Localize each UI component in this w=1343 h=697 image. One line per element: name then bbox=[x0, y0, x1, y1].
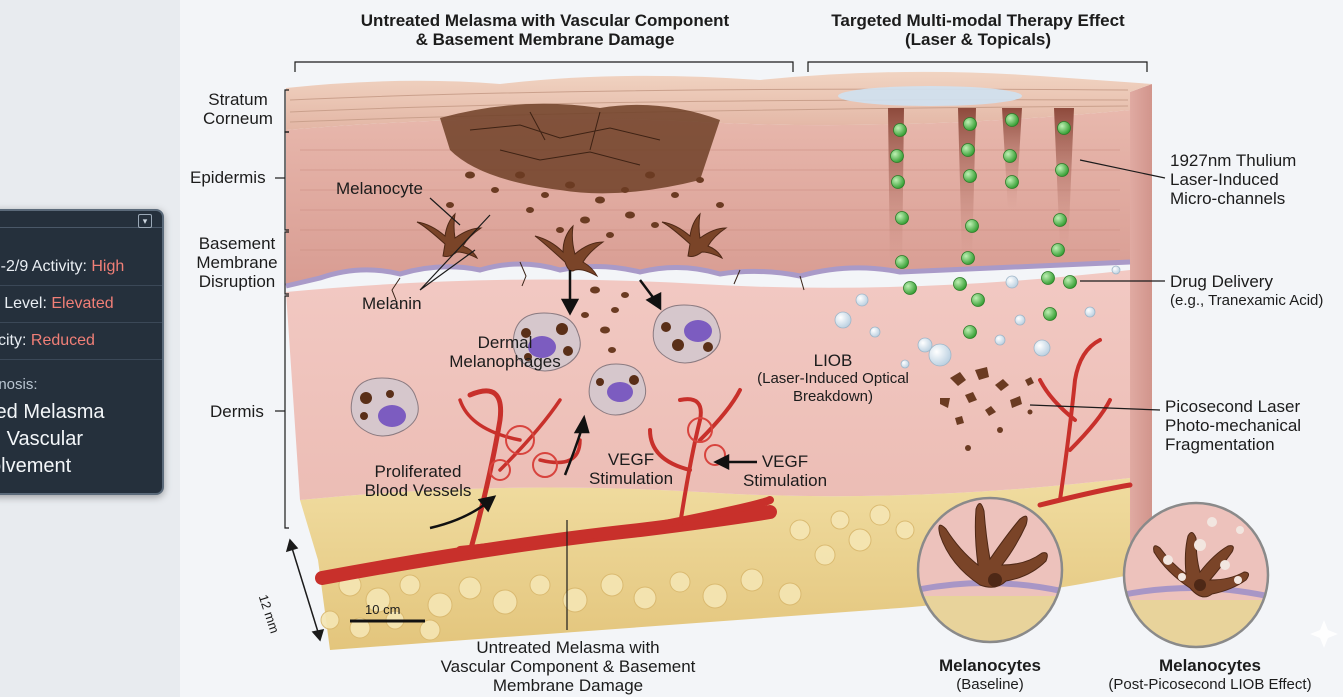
inset2-line-1: Melanocytes bbox=[1158, 656, 1262, 675]
vessels-line-1: Proliferated bbox=[374, 462, 462, 481]
epidermis-label: Epidermis bbox=[190, 168, 266, 187]
inset-baseline bbox=[916, 496, 1064, 644]
melanophages-label: Dermal Melanophages bbox=[440, 333, 570, 371]
mmp-activity-row: P-2/9 Activity: High bbox=[0, 248, 162, 286]
basement-line-3: Disruption bbox=[198, 272, 276, 291]
melanin-label: Melanin bbox=[362, 294, 422, 313]
proliferated-vessels-label: Proliferated Blood Vessels bbox=[350, 462, 486, 500]
inset-post-picosecond bbox=[1122, 501, 1270, 649]
vegf2-line-1: VEGF bbox=[761, 452, 809, 471]
membrane-cracks bbox=[391, 261, 805, 301]
diagnosis-line-3: olvement bbox=[0, 455, 72, 477]
thulium-line-3: Micro-channels bbox=[1170, 189, 1286, 208]
drug-line-1: Drug Delivery bbox=[1170, 272, 1273, 291]
right-title-line-2: (Laser & Topicals) bbox=[904, 30, 1052, 49]
vegf-level-label: F Level: bbox=[0, 295, 47, 312]
stratum-corneum-label: Stratum Corneum bbox=[190, 90, 286, 128]
melanocyte-label: Melanocyte bbox=[336, 179, 423, 198]
inset1-line-1: Melanocytes bbox=[938, 656, 1042, 675]
thulium-line-1: 1927nm Thulium bbox=[1170, 151, 1297, 170]
melanophages bbox=[350, 304, 721, 437]
mmp-activity-label: P-2/9 Activity: bbox=[0, 258, 92, 275]
liob-line-1: LIOB bbox=[813, 351, 853, 370]
depth-arrow bbox=[285, 538, 325, 642]
melanin-granules bbox=[446, 171, 724, 353]
right-title: Targeted Multi-modal Therapy Effect (Las… bbox=[800, 11, 1156, 49]
pico-line-1: Picosecond Laser bbox=[1165, 397, 1301, 416]
capillary-network bbox=[489, 417, 726, 481]
basement-line-1: Basement bbox=[198, 234, 276, 253]
pico-line-2: Photo-mechanical bbox=[1165, 416, 1302, 435]
bottom-line-1: Untreated Melasma with bbox=[476, 638, 660, 657]
leader-lines bbox=[275, 61, 1166, 630]
diagnosis-panel: ▾ P-2/9 Activity: High F Level: Elevated… bbox=[0, 209, 164, 495]
vessels-line-2: Blood Vessels bbox=[364, 481, 472, 500]
melanophages-line-2: Melanophages bbox=[449, 352, 561, 371]
diagnosis-text: ted Melasma n Vascular olvement bbox=[0, 399, 105, 480]
annotation-arrows bbox=[429, 270, 757, 530]
elasticity-label: ticity: bbox=[0, 332, 27, 349]
plaque-cracks bbox=[469, 111, 661, 166]
left-title-line-2: & Basement Membrane Damage bbox=[415, 30, 675, 49]
thulium-label: 1927nm Thulium Laser-Induced Micro-chann… bbox=[1170, 151, 1296, 208]
left-title-line-1: Untreated Melasma with Vascular Componen… bbox=[360, 11, 730, 30]
inset-post-label: Melanocytes (Post-Picosecond LIOB Effect… bbox=[1098, 656, 1322, 694]
sparkle-icon bbox=[1310, 620, 1338, 648]
basement-membrane-label: Basement Membrane Disruption bbox=[188, 234, 286, 291]
thulium-line-2: Laser-Induced bbox=[1170, 170, 1279, 189]
liob-label: LIOB (Laser-Induced Optical Breakdown) bbox=[752, 352, 914, 406]
drug-line-2: (e.g., Tranexamic Acid) bbox=[1170, 292, 1324, 309]
right-title-line-1: Targeted Multi-modal Therapy Effect bbox=[831, 11, 1125, 30]
inset-baseline-label: Melanocytes (Baseline) bbox=[925, 656, 1055, 694]
fragmented-pigment bbox=[940, 367, 1034, 451]
diagnosis-label: gnosis: bbox=[0, 376, 38, 393]
inset1-line-2: (Baseline) bbox=[956, 676, 1024, 693]
vegf-level-row: F Level: Elevated bbox=[0, 285, 162, 323]
diagnosis-line-1: ted Melasma bbox=[0, 401, 105, 423]
vegf1-line-2: Stimulation bbox=[588, 469, 674, 488]
stratum-line-2: Corneum bbox=[203, 109, 273, 128]
drug-delivery-label: Drug Delivery (e.g., Tranexamic Acid) bbox=[1170, 272, 1323, 310]
elasticity-row: ticity: Reduced bbox=[0, 322, 162, 360]
pico-line-3: Fragmentation bbox=[1165, 435, 1275, 454]
vegf-stimulation-label-1: VEGF Stimulation bbox=[578, 450, 684, 488]
vegf-stimulation-label-2: VEGF Stimulation bbox=[730, 452, 840, 490]
liob-line-2: (Laser-Induced Optical bbox=[757, 370, 909, 387]
basement-line-2: Membrane bbox=[196, 253, 278, 272]
vegf-level-value: Elevated bbox=[51, 295, 114, 312]
mmp-activity-value: High bbox=[91, 258, 125, 275]
basement-membrane bbox=[285, 259, 1131, 289]
panel-header bbox=[0, 211, 162, 228]
bottom-caption: Untreated Melasma with Vascular Componen… bbox=[410, 638, 726, 695]
bottom-line-2: Vascular Component & Basement bbox=[440, 657, 696, 676]
inset2-line-2: (Post-Picosecond LIOB Effect) bbox=[1108, 676, 1312, 693]
stratum-line-1: Stratum bbox=[208, 90, 268, 109]
block-side-face bbox=[1130, 84, 1152, 575]
elasticity-value: Reduced bbox=[30, 332, 95, 349]
left-title: Untreated Melasma with Vascular Componen… bbox=[330, 11, 760, 49]
vegf1-line-1: VEGF bbox=[607, 450, 655, 469]
liob-bubbles bbox=[834, 265, 1121, 369]
vegf2-line-2: Stimulation bbox=[742, 471, 828, 490]
collapse-chevron-icon[interactable]: ▾ bbox=[138, 214, 152, 228]
drug-particles bbox=[890, 113, 1077, 339]
liob-line-3: Breakdown) bbox=[792, 388, 874, 405]
bottom-line-3: Membrane Damage bbox=[492, 676, 644, 695]
scale-label: 10 cm bbox=[365, 602, 401, 617]
diagnosis-line-2: n Vascular bbox=[0, 428, 84, 450]
picosecond-label: Picosecond Laser Photo-mechanical Fragme… bbox=[1165, 397, 1301, 454]
dermis-label: Dermis bbox=[210, 402, 264, 421]
melanophages-line-1: Dermal bbox=[477, 333, 533, 352]
melanocytes bbox=[416, 212, 728, 278]
